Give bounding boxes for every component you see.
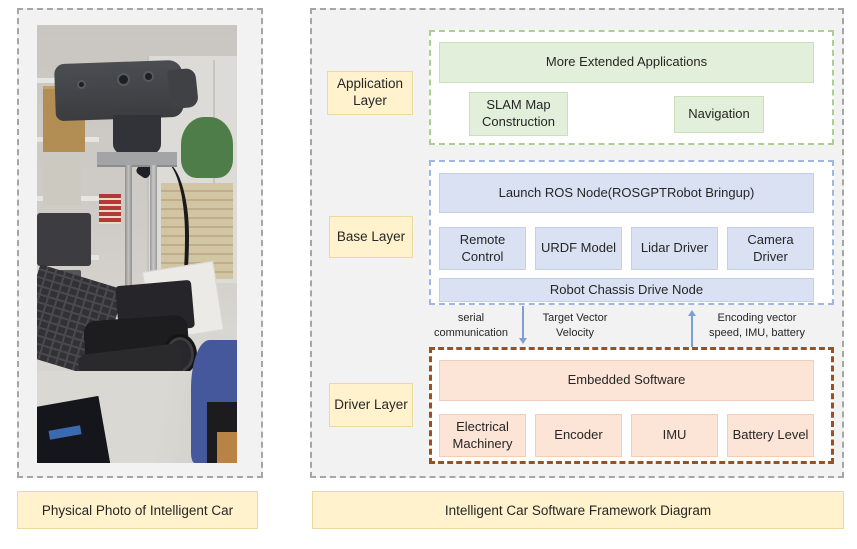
driver-layer-container: Embedded Software Electrical Machinery E… <box>429 347 834 464</box>
encoding-vector-up-arrow <box>688 310 696 347</box>
photo-frame <box>17 8 263 478</box>
encoder-box: Encoder <box>535 414 622 457</box>
imu-box: IMU <box>631 414 718 457</box>
photo-mast-pole-1 <box>125 165 132 367</box>
photo-red-sign <box>99 193 121 225</box>
application-layer-label: Application Layer <box>327 71 413 115</box>
photo-depth-camera <box>54 60 184 122</box>
photo-mount-plate <box>97 152 177 168</box>
application-layer-container: More Extended Applications SLAM Map Cons… <box>429 30 834 145</box>
encoding-vector-label: Encoding vector speed, IMU, battery <box>709 312 805 339</box>
base-layer-label: Base Layer <box>329 216 413 258</box>
launch-ros-node-box: Launch ROS Node(ROSGPTRobot Bringup) <box>439 173 814 213</box>
robot-chassis-drive-node-box: Robot Chassis Drive Node <box>439 278 814 302</box>
target-vector-velocity-label: Target Vector Velocity <box>542 312 608 339</box>
more-extended-applications-box: More Extended Applications <box>439 42 814 83</box>
navigation-box: Navigation <box>674 96 764 133</box>
slam-map-construction-box: SLAM Map Construction <box>469 92 568 136</box>
base-layer-container: Launch ROS Node(ROSGPTRobot Bringup) Rem… <box>429 160 834 305</box>
serial-communication-label: serial communication <box>434 312 508 339</box>
left-caption: Physical Photo of Intelligent Car <box>17 491 258 529</box>
photo-white-box <box>43 156 81 205</box>
target-velocity-down-arrow <box>519 306 527 344</box>
right-caption: Intelligent Car Software Framework Diagr… <box>312 491 844 529</box>
photo-wood-item <box>217 432 237 463</box>
framework-diagram-frame: Application Layer Base Layer Driver Laye… <box>310 8 844 478</box>
photo-cable <box>141 160 189 336</box>
photo-camera-mount <box>113 114 161 155</box>
photo-camera-lens-2 <box>117 73 130 87</box>
embedded-software-box: Embedded Software <box>439 360 814 401</box>
photo-equipment <box>37 213 91 266</box>
photo-camera-lens-1 <box>77 79 86 89</box>
camera-driver-box: Camera Driver <box>727 227 814 270</box>
photo-depth-camera-right <box>167 67 199 110</box>
photo-camera-lens-3 <box>143 70 154 82</box>
urdf-model-box: URDF Model <box>535 227 622 270</box>
remote-control-box: Remote Control <box>439 227 526 270</box>
robot-photo <box>37 25 237 463</box>
lidar-driver-box: Lidar Driver <box>631 227 718 270</box>
photo-mast-pole-2 <box>150 165 157 332</box>
electrical-machinery-box: Electrical Machinery <box>439 414 526 457</box>
battery-level-box: Battery Level <box>727 414 814 457</box>
driver-layer-label: Driver Layer <box>329 383 413 427</box>
photo-green-cloth <box>181 116 233 179</box>
